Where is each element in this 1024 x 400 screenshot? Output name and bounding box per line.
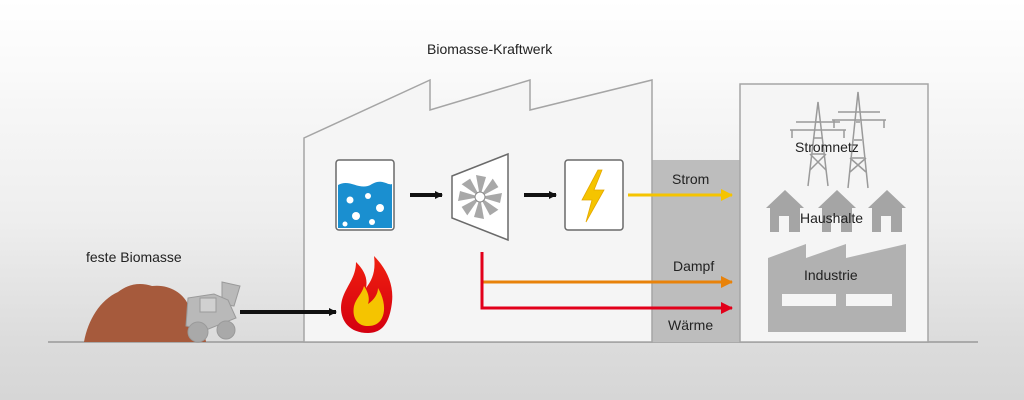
connector-strip — [652, 160, 740, 342]
dampf-label: Dampf — [673, 258, 714, 274]
turbine-icon — [451, 152, 509, 242]
stromnetz-label: Stromnetz — [795, 139, 859, 155]
power-pylon-icon — [790, 101, 846, 187]
industrie-label: Industrie — [804, 267, 858, 283]
fire-icon — [341, 256, 393, 333]
boiler-water-icon — [335, 159, 395, 231]
waerme-label: Wärme — [668, 317, 713, 333]
biomass-label: feste Biomasse — [86, 249, 182, 265]
arrow-waerme — [480, 252, 733, 314]
strom-label: Strom — [672, 171, 709, 187]
house-icon — [766, 190, 804, 232]
power-pylon-icon — [832, 91, 886, 189]
wheel-loader-icon — [185, 281, 241, 343]
factory-icon — [768, 244, 906, 332]
haushalte-label: Haushalte — [800, 210, 863, 226]
plant-title: Biomasse-Kraftwerk — [427, 41, 553, 57]
house-icon — [818, 190, 856, 232]
house-icon — [868, 190, 906, 232]
biomass-pile-icon — [84, 284, 206, 342]
generator-lightning-icon — [564, 159, 624, 231]
